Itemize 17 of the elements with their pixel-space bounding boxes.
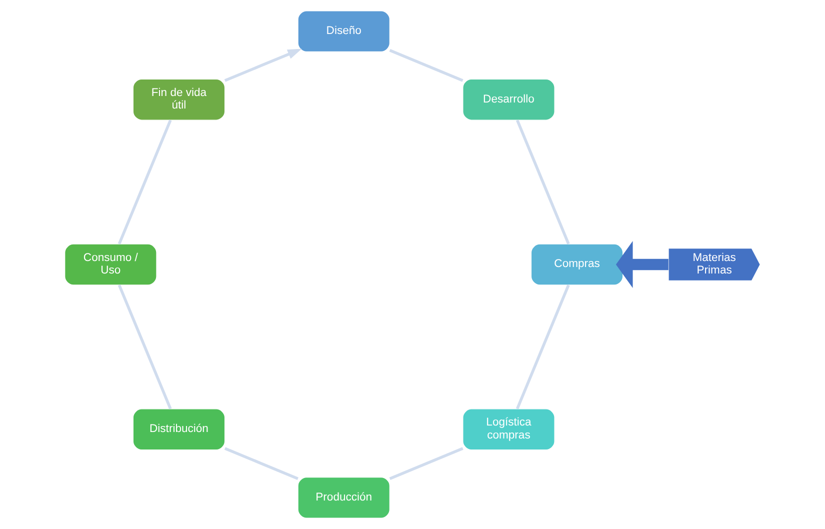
connector [118, 284, 172, 410]
node-box: Fin de vida útil [132, 78, 226, 120]
connector [516, 120, 570, 244]
connector [389, 49, 464, 82]
node-box: Desarrollo [462, 78, 555, 120]
node-box: Producción [298, 476, 390, 518]
node-box: Distribución [132, 408, 226, 450]
connector [224, 447, 298, 480]
node-box: Logística compras [462, 408, 555, 450]
connector [389, 447, 464, 480]
node-box: Diseño [298, 10, 390, 52]
connector [118, 120, 172, 244]
node-box: Compras [530, 244, 624, 286]
arrow [616, 240, 668, 288]
node-box: Consumo / Uso [64, 244, 157, 286]
arrow [224, 48, 302, 82]
connector [516, 284, 570, 410]
